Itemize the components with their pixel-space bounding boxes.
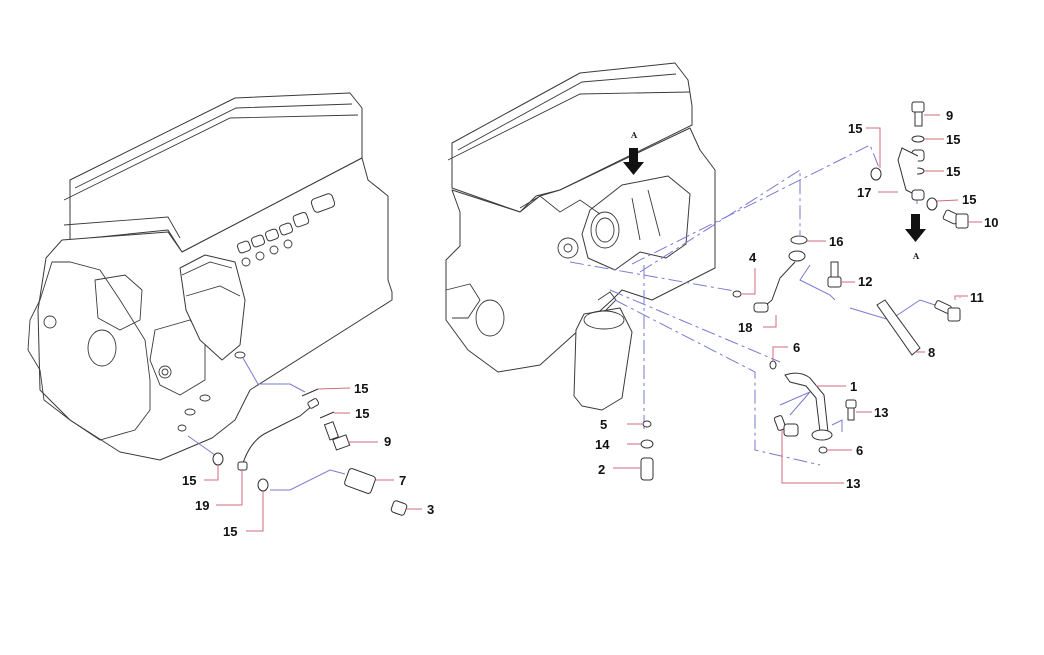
callout-3: 3 (427, 502, 434, 517)
left-callouts: 15 15 9 7 3 15 19 15 (182, 381, 434, 539)
callout-16: 16 (829, 234, 843, 249)
callout-15: 15 (848, 121, 862, 136)
callout-6: 6 (856, 443, 863, 458)
callout-7: 7 (399, 473, 406, 488)
callout-10: 10 (984, 215, 998, 230)
guide-line (187, 435, 216, 456)
callout-15: 15 (946, 132, 960, 147)
view-arrow-a-side: A (905, 214, 926, 261)
callout-8: 8 (928, 345, 935, 360)
callout-15: 15 (182, 473, 196, 488)
callout-15: 15 (962, 192, 976, 207)
callout-2: 2 (598, 462, 605, 477)
right-engine-block (445, 62, 716, 411)
callout-15: 15 (355, 406, 369, 421)
guide-line (270, 469, 346, 491)
callout-9: 9 (384, 434, 391, 449)
callout-18: 18 (738, 320, 752, 335)
callout-13: 13 (874, 405, 888, 420)
left-parts (212, 388, 408, 516)
right-guide-lines (569, 144, 936, 466)
callout-6: 6 (793, 340, 800, 355)
guide-line (242, 357, 306, 393)
washer-part (319, 411, 335, 419)
callout-15: 15 (354, 381, 368, 396)
left-engine-block (27, 92, 393, 461)
callout-12: 12 (858, 274, 872, 289)
callout-9: 9 (946, 108, 953, 123)
pipe-part (241, 405, 313, 467)
injector-rail (236, 193, 336, 267)
callout-15: 15 (946, 164, 960, 179)
washer-part (301, 388, 319, 397)
callout-11: 11 (970, 290, 984, 305)
view-label-a: A (630, 130, 638, 140)
callout-14: 14 (595, 437, 610, 452)
view-label-a: A (912, 251, 920, 261)
callout-1: 1 (850, 379, 857, 394)
callout-4: 4 (749, 250, 757, 265)
callout-17: 17 (857, 185, 871, 200)
right-callouts: 9 15 15 15 10 15 17 16 4 12 11 18 8 6 1 … (595, 108, 998, 491)
view-arrow-a-top: A (623, 130, 644, 175)
callout-13: 13 (846, 476, 860, 491)
callout-19: 19 (195, 498, 209, 513)
callout-5: 5 (600, 417, 607, 432)
callout-15: 15 (223, 524, 237, 539)
